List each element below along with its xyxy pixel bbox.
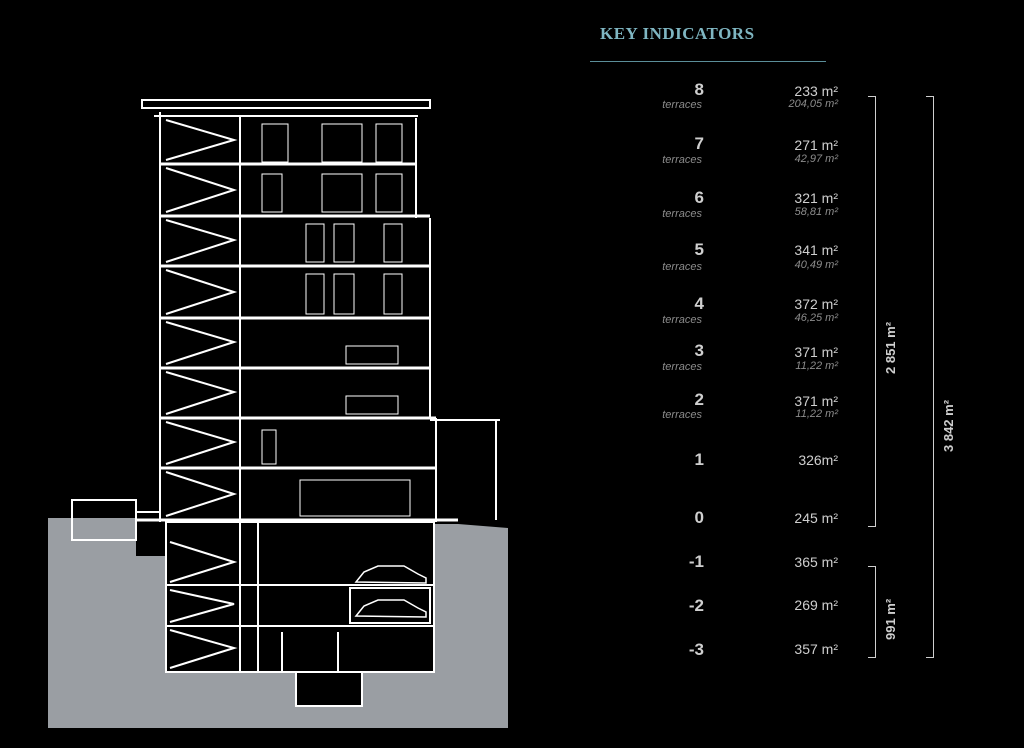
key-indicators-title: KEY INDICATORS xyxy=(600,24,755,43)
overall-bracket xyxy=(926,96,934,658)
foundation-pit xyxy=(295,671,363,707)
floor-area-value: 371 m² xyxy=(794,344,838,360)
floor-area-value: 245 m² xyxy=(794,510,838,526)
terrace-area-value: 11,22 m² xyxy=(795,360,838,372)
floor-area-value: 233 m² xyxy=(794,83,838,99)
floor-level-label: 2 xyxy=(694,390,704,409)
floor-area-value: 371 m² xyxy=(794,393,838,409)
terrace-area-value: 204,05 m² xyxy=(788,98,838,110)
floor-area-value: 365 m² xyxy=(794,554,838,570)
floor-level-label: 5 xyxy=(694,240,704,259)
floor-level-label: 0 xyxy=(694,508,704,527)
floor-sub-label: terraces xyxy=(662,361,702,373)
terrace-area-value: 42,97 m² xyxy=(794,153,838,165)
above-ground-total: 2 851 m² xyxy=(883,321,898,374)
floor-area-value: 357 m² xyxy=(794,641,838,657)
overall-total: 3 842 m² xyxy=(941,399,956,452)
floor-level-label: 6 xyxy=(694,188,704,207)
floor-sub-label: terraces xyxy=(662,409,702,421)
terrace-area-value: 58,81 m² xyxy=(794,206,838,218)
title-underline xyxy=(590,61,826,62)
floor-level-label: 7 xyxy=(694,134,704,153)
floor-sub-label: terraces xyxy=(662,154,702,166)
floor-area-value: 271 m² xyxy=(794,137,838,153)
floor-sub-label: terraces xyxy=(662,261,702,273)
floor-sub-label: terraces xyxy=(662,99,702,111)
floor-level-label: 1 xyxy=(694,450,704,469)
floor-level-label: -2 xyxy=(688,596,704,615)
above-ground-bracket xyxy=(868,96,876,527)
terrace-area-value: 46,25 m² xyxy=(794,312,838,324)
floor-level-label: -1 xyxy=(688,552,704,571)
floor-level-label: 3 xyxy=(694,341,704,360)
ground-mass xyxy=(48,518,508,728)
floor-sub-label: terraces xyxy=(662,314,702,326)
below-ground-bracket xyxy=(868,566,876,658)
floor-sub-label: terraces xyxy=(662,208,702,220)
floor-level-label: 4 xyxy=(694,294,704,313)
floor-area-value: 341 m² xyxy=(794,242,838,258)
below-ground-total: 991 m² xyxy=(883,598,898,640)
terrace-area-value: 40,49 m² xyxy=(794,259,838,271)
floor-area-value: 372 m² xyxy=(794,296,838,312)
floor-area-value: 326m² xyxy=(798,452,838,468)
terrace-area-value: 11,22 m² xyxy=(795,408,838,420)
basement-void xyxy=(166,522,434,672)
floor-area-value: 269 m² xyxy=(794,597,838,613)
floor-area-value: 321 m² xyxy=(794,190,838,206)
floor-level-label: -3 xyxy=(688,640,704,659)
floor-level-label: 8 xyxy=(694,80,704,99)
